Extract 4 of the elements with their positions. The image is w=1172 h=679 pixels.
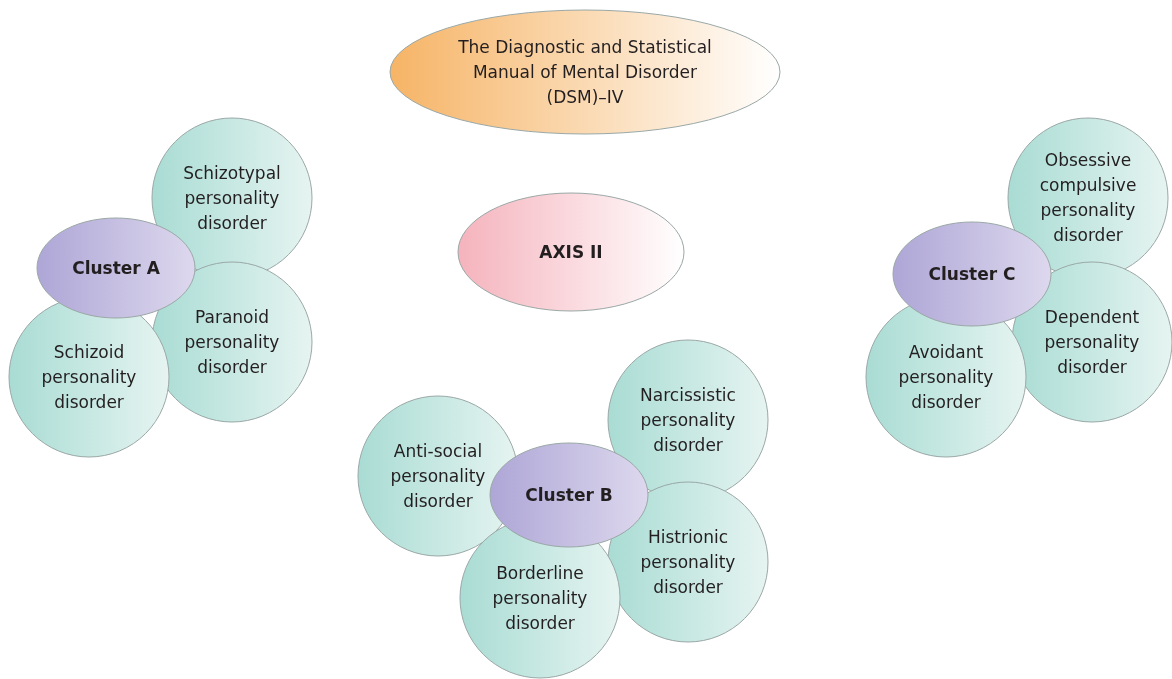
cluster-label: Cluster A (72, 255, 160, 281)
axis-label: AXIS II (539, 239, 603, 265)
cluster-label: Cluster B (525, 482, 613, 508)
cluster-label: Cluster C (928, 261, 1016, 287)
